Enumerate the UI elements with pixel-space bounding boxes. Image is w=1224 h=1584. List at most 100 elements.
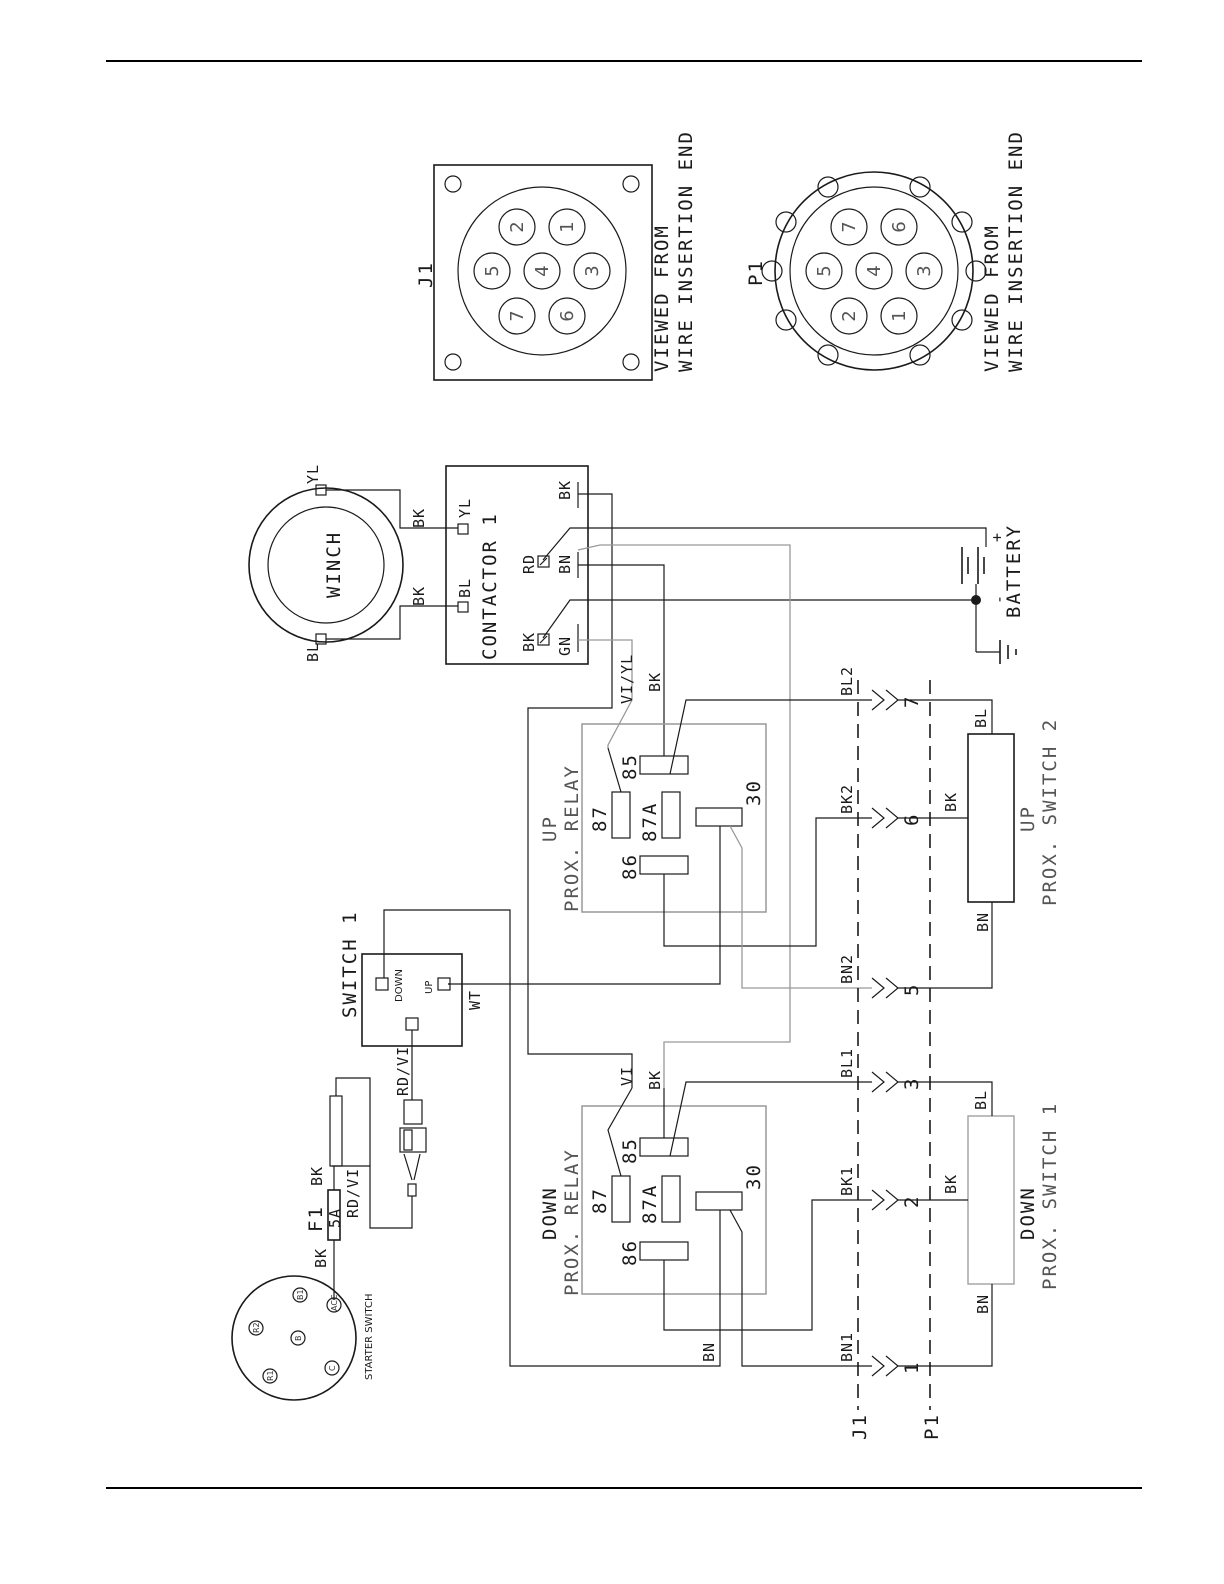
p1-view-note-2: WIRE INSERTION END — [1005, 130, 1027, 372]
winch-wire-bk-left: BK — [410, 586, 428, 606]
starter-term-b: B — [294, 1336, 303, 1342]
j1-pin-7: 7 — [507, 310, 528, 321]
harness-wire-bl2: BL2 — [838, 666, 856, 696]
j1-view-note-1: VIEWED FROM — [651, 224, 673, 372]
j1-pin-3: 3 — [582, 265, 603, 276]
down-relay-wire-vi: VI — [618, 1066, 636, 1086]
ps2-line2: PROX. SWITCH 2 — [1039, 718, 1061, 906]
switch-down-label: DOWN — [394, 969, 405, 1002]
harness-pin-3: 3 — [901, 1077, 923, 1090]
harness-wire-bk1: BK1 — [838, 1166, 856, 1196]
up-relay-pin-85: 85 — [619, 753, 641, 780]
p1-pin-2: 2 — [839, 310, 860, 321]
j1-label: J1 — [415, 261, 437, 288]
starter-term-r2: R2 — [252, 1322, 261, 1333]
harness-wire-bn-main: BN — [700, 1342, 718, 1362]
battery-minus: - — [990, 594, 1008, 604]
p1-pin-4: 4 — [864, 265, 885, 276]
up-relay-line2: PROX. RELAY — [561, 764, 583, 912]
switch-wire-rdvi: RD/VI — [394, 1046, 412, 1096]
harness-chevrons — [871, 689, 899, 1377]
contactor-term-bk-lower: BK — [520, 632, 538, 652]
harness-wire-bk2: BK2 — [838, 784, 856, 814]
down-relay-line1: DOWN — [539, 1186, 561, 1240]
ps2-wire-bl: BL — [972, 708, 990, 728]
p1-pin-5: 5 — [814, 265, 835, 276]
ps2-wire-bn: BN — [974, 912, 992, 932]
down-relay-wire-bk: BK — [646, 1070, 664, 1090]
winch-term-yl: YL — [304, 464, 322, 484]
down-relay-pin-87a: 87A — [639, 1184, 661, 1224]
p1-connector: 4 6 7 3 5 1 2 — [761, 171, 987, 371]
winch-term-bl: BL — [304, 642, 322, 662]
contactor-term-bl: BL — [456, 578, 474, 598]
battery-label: BATTERY — [1003, 524, 1025, 618]
up-relay-line1: UP — [539, 815, 561, 842]
p1-pin-6: 6 — [889, 221, 910, 232]
fuse-wire-bk1: BK — [308, 1166, 326, 1186]
winch-label: WINCH — [323, 531, 345, 598]
starter-term-acc: ACC — [330, 1294, 339, 1311]
up-relay-wire-viyl: VI/YL — [618, 654, 636, 704]
down-relay-line2: PROX. RELAY — [561, 1148, 583, 1296]
j1-pin-5: 5 — [482, 265, 503, 276]
starter-term-r1: R1 — [266, 1370, 275, 1381]
p1-pin-1: 1 — [889, 310, 910, 321]
ps1-wire-bn: BN — [974, 1294, 992, 1314]
starter-term-c: C — [328, 1365, 337, 1371]
winch-motor — [248, 484, 404, 645]
up-relay-pin-30: 30 — [743, 779, 765, 806]
harness-wire-bn1: BN1 — [838, 1332, 856, 1362]
battery — [961, 547, 1017, 664]
p1-pin-3: 3 — [914, 265, 935, 276]
fuse-rating: 5A — [326, 1208, 344, 1228]
j1-pin-4: 4 — [532, 265, 553, 276]
switch-title: SWITCH 1 — [339, 910, 361, 1018]
harness-pin-5: 5 — [901, 983, 923, 996]
ps2-line1: UP — [1017, 805, 1039, 832]
battery-plus: + — [988, 532, 1006, 542]
contactor-term-gn: GN — [556, 636, 574, 656]
up-relay-pin-87a: 87A — [639, 802, 661, 842]
ps1-wire-bl: BL — [972, 1090, 990, 1110]
switch-1 — [361, 953, 463, 1100]
starter-term-b1: B1 — [296, 1289, 305, 1300]
down-relay-pin-86: 86 — [619, 1239, 641, 1266]
ps1-wire-bk: BK — [942, 1174, 960, 1194]
harness-wire-bl1: BL1 — [838, 1048, 856, 1078]
ps1-line2: PROX. SWITCH 1 — [1039, 1102, 1061, 1290]
fuse-wire-rdvi: RD/VI — [344, 1168, 362, 1218]
j1-pin-2: 2 — [507, 221, 528, 232]
harness-pin-6: 6 — [901, 813, 923, 826]
down-relay-pin-85: 85 — [619, 1137, 641, 1164]
fuse-name: F1 — [305, 1205, 327, 1232]
starter-switch — [231, 1275, 357, 1401]
j1-view-note-2: WIRE INSERTION END — [675, 130, 697, 372]
up-relay-wire-bk: BK — [646, 672, 664, 692]
p1-view-note-1: VIEWED FROM — [981, 224, 1003, 372]
starter-switch-label: STARTER SWITCH — [364, 1293, 375, 1380]
j1-pin-6: 6 — [557, 310, 578, 321]
ps2-wire-bk: BK — [942, 792, 960, 812]
winch-wire-bk-right: BK — [410, 508, 428, 528]
up-relay-pin-86: 86 — [619, 853, 641, 880]
harness-pin-1: 1 — [901, 1361, 923, 1374]
contactor-title: CONTACTOR 1 — [479, 512, 501, 660]
down-prox-switch-1 — [967, 1115, 1015, 1285]
contactor-term-bn: BN — [556, 554, 574, 574]
j1-connector: 4 1 2 3 5 6 7 — [433, 164, 653, 381]
switch-wire-wt: WT — [466, 990, 484, 1010]
p1-label: P1 — [745, 259, 767, 286]
contactor-term-rd: RD — [520, 554, 538, 574]
up-prox-switch-2 — [967, 733, 1015, 903]
harness-pin-2: 2 — [901, 1195, 923, 1208]
harness-wire-bn2: BN2 — [838, 954, 856, 984]
harness-j1-label: J1 — [849, 1413, 871, 1440]
down-relay-pin-87: 87 — [589, 1187, 611, 1214]
contactor-term-bk-top: BK — [556, 480, 574, 500]
p1-pin-7: 7 — [839, 221, 860, 232]
fuse-wire-bk2: BK — [312, 1248, 330, 1268]
contactor-term-yl: YL — [456, 498, 474, 518]
ps1-line1: DOWN — [1017, 1186, 1039, 1240]
